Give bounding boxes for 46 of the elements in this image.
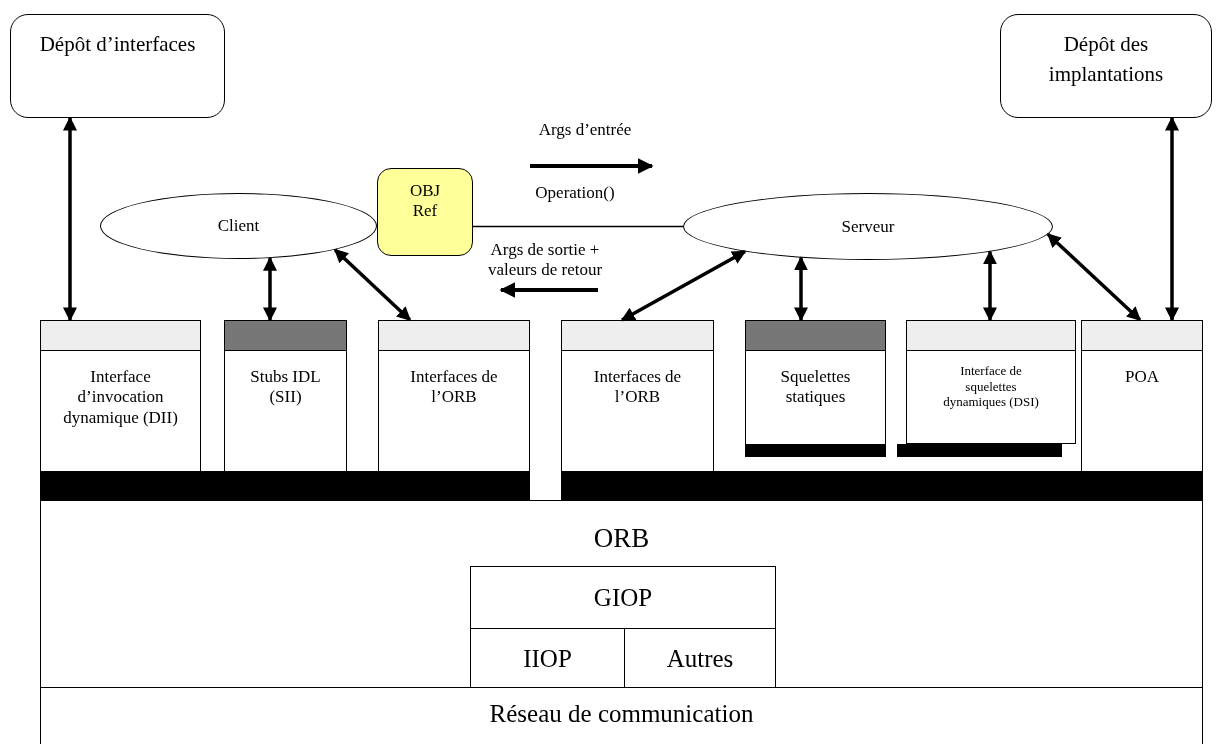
node-label: IIOP	[523, 644, 572, 673]
double-arrow	[794, 256, 808, 322]
double-arrow	[1165, 116, 1179, 322]
interface-box	[745, 320, 886, 445]
double-arrow	[263, 256, 277, 322]
bus-bar	[40, 471, 530, 501]
node-label: Serveur	[841, 216, 895, 237]
annotation-text: Args de sortie + valeurs de retour	[486, 240, 604, 281]
bus-bar	[745, 444, 886, 457]
node-label: OBJ Ref	[408, 181, 442, 222]
repository-box	[1000, 14, 1212, 118]
node-label: GIOP	[593, 583, 653, 612]
node-label: Dépôt d’interfaces	[39, 31, 196, 58]
annotation-text: Operation()	[534, 183, 616, 204]
orb-layer-box	[40, 500, 1203, 688]
network-layer-box	[40, 687, 1203, 744]
bus-bar	[561, 471, 1203, 501]
interface-box	[224, 320, 347, 472]
protocol-box	[470, 566, 776, 629]
double-arrow	[63, 116, 77, 322]
bus-bar	[897, 444, 1062, 457]
node-label: Interfaces de l’ORB	[409, 366, 499, 408]
node-label: Dépôt des implantations	[1047, 31, 1165, 89]
repository-box	[10, 14, 225, 118]
double-arrow	[333, 248, 412, 322]
object-reference-box	[377, 168, 473, 256]
interface-box	[378, 320, 530, 472]
node-label: POA	[1124, 366, 1160, 388]
interface-box	[1081, 320, 1203, 472]
node-label: Réseau de communication	[489, 700, 754, 728]
interface-box	[40, 320, 201, 472]
node-label: Interface d’invocation dynamique (DII)	[62, 366, 179, 429]
node-label: Interfaces de l’ORB	[592, 366, 683, 408]
double-arrow	[620, 250, 747, 322]
node-label: Autres	[666, 644, 734, 673]
interface-box	[906, 320, 1076, 444]
node-label: Interface de squelettes dynamiques (DSI)	[942, 362, 1040, 410]
node-label: Stubs IDL (SII)	[249, 366, 322, 408]
interface-box	[561, 320, 714, 472]
node-label: ORB	[593, 523, 650, 554]
connector-line	[472, 225, 684, 228]
node-label: Client	[217, 216, 260, 236]
node-label: Squelettes statiques	[779, 366, 852, 408]
annotation-text: Args d’entrée	[537, 120, 633, 141]
double-arrow	[983, 250, 997, 322]
double-arrow	[1046, 232, 1142, 322]
